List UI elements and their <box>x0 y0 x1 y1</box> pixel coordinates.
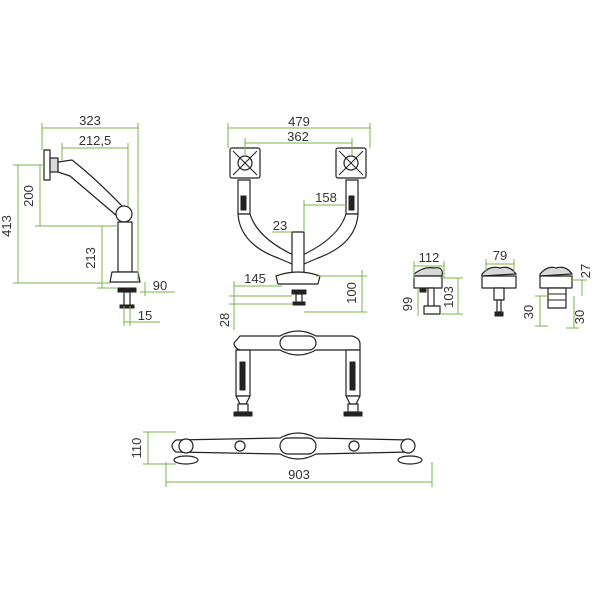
dim-clamp-total: 103 <box>440 277 463 315</box>
clamp-a-body <box>413 275 443 289</box>
side-vesa-plate <box>43 149 51 181</box>
side-base <box>109 271 141 283</box>
dim-200-label: 200 <box>21 185 36 207</box>
elevation-spring-right <box>349 361 356 391</box>
side-tilt-head <box>49 157 59 173</box>
dim-base-bottom: 30 <box>566 296 587 329</box>
dim-front-base-height: 100 <box>304 270 367 313</box>
dim-212-label: 212,5 <box>79 133 112 148</box>
dim-100-label: 100 <box>344 282 359 304</box>
top-view-joint-midleft <box>234 440 246 452</box>
top-view-joint-midright <box>348 440 360 452</box>
elevation-view <box>233 330 363 417</box>
elevation-link <box>279 335 317 351</box>
clamp-c-cap <box>539 266 574 277</box>
dim-23-label: 23 <box>273 218 287 233</box>
side-view: 323 212,5 413 200 213 90 <box>0 113 175 326</box>
front-knob-left <box>240 195 247 211</box>
dim-side-clamp-width: 90 <box>140 278 175 296</box>
dim-323-label: 323 <box>79 113 101 128</box>
top-view-link <box>279 437 317 455</box>
front-knob-right <box>348 195 355 211</box>
side-elbow-joint <box>115 205 133 223</box>
dim-99-label: 99 <box>400 297 415 311</box>
dim-362-label: 362 <box>287 129 309 144</box>
dim-90-label: 90 <box>153 278 167 293</box>
dim-side-bracket-height: 200 <box>21 165 118 227</box>
clamp-c-body <box>539 275 573 289</box>
dim-110-label: 110 <box>129 438 144 459</box>
elevation-plate-left <box>233 411 253 417</box>
dim-side-total-width: 323 <box>41 113 139 282</box>
dim-clamp-height: 99 <box>400 288 419 316</box>
dim-side-arm-reach: 212,5 <box>61 133 129 206</box>
dim-28-label: 28 <box>217 313 232 327</box>
dim-30b-label: 30 <box>572 310 587 324</box>
dim-side-pole-diameter: 15 <box>123 306 160 326</box>
clamp-a-screw <box>427 287 435 309</box>
top-view: 110 903 <box>129 431 433 487</box>
dim-front-arm-offset: 158 <box>303 190 346 232</box>
dim-145-label: 145 <box>244 271 266 286</box>
dim-79-label: 79 <box>493 248 507 263</box>
clamp-b-nut <box>494 311 504 317</box>
clamp-a-cap <box>413 267 443 277</box>
dim-clamp-depth: 112 <box>413 250 445 278</box>
side-clamp-plate <box>119 304 135 309</box>
dim-grommet-length: 30 <box>521 295 548 327</box>
clamp-a-jaw <box>419 287 427 293</box>
elevation-foot-left <box>235 395 251 405</box>
dim-front-vesa-span: 362 <box>244 129 353 156</box>
dim-479-label: 479 <box>288 114 310 129</box>
dim-base-top: 27 <box>572 264 593 296</box>
front-arm-right <box>295 213 359 265</box>
dim-27-label: 27 <box>578 264 593 278</box>
dim-front-total-width: 479 <box>227 114 371 148</box>
dim-front-desk-gap: 28 <box>217 295 292 330</box>
dim-103-label: 103 <box>441 286 456 308</box>
clamp-a-plate <box>423 305 441 315</box>
dim-112-label: 112 <box>419 250 440 265</box>
elevation-clamp-right <box>347 403 359 413</box>
side-clamp-screw <box>123 291 131 307</box>
dim-213-label: 213 <box>83 247 98 269</box>
dim-413-label: 413 <box>0 215 14 237</box>
dim-grommet-width: 79 <box>485 248 515 272</box>
elevation-spring-left <box>239 361 246 391</box>
top-view-base-left <box>173 455 199 465</box>
dim-front-pole-width: 23 <box>272 218 292 233</box>
top-view-joint-left <box>178 438 194 454</box>
clamp-views: 112 99 103 79 <box>400 248 593 329</box>
front-clamp-plate <box>292 301 306 306</box>
dim-top-span: 903 <box>165 462 433 487</box>
dim-158-label: 158 <box>315 190 337 205</box>
clamp-c-sleeve <box>547 287 567 309</box>
elevation-foot-right <box>345 395 361 405</box>
front-view: 479 362 158 23 145 100 <box>217 114 371 330</box>
front-arm-left <box>237 213 301 265</box>
front-base <box>275 271 321 285</box>
clamp-b-body <box>481 275 517 289</box>
dim-903-label: 903 <box>288 467 310 482</box>
dim-side-total-height: 413 <box>0 164 110 284</box>
clamp-b-cap <box>481 266 518 277</box>
dim-15-label: 15 <box>138 308 152 323</box>
top-view-joint-right <box>400 438 416 454</box>
dim-side-pole-height: 213 <box>83 226 118 289</box>
clamp-b-block <box>493 287 505 301</box>
clamp-b-screw <box>496 299 502 313</box>
elevation-clamp-left <box>237 403 249 413</box>
dim-30a-label: 30 <box>521 305 536 319</box>
elevation-plate-right <box>343 411 363 417</box>
top-view-base-right <box>397 455 423 465</box>
front-pole <box>291 231 305 277</box>
side-pole <box>117 221 133 273</box>
dim-top-depth: 110 <box>129 431 176 465</box>
